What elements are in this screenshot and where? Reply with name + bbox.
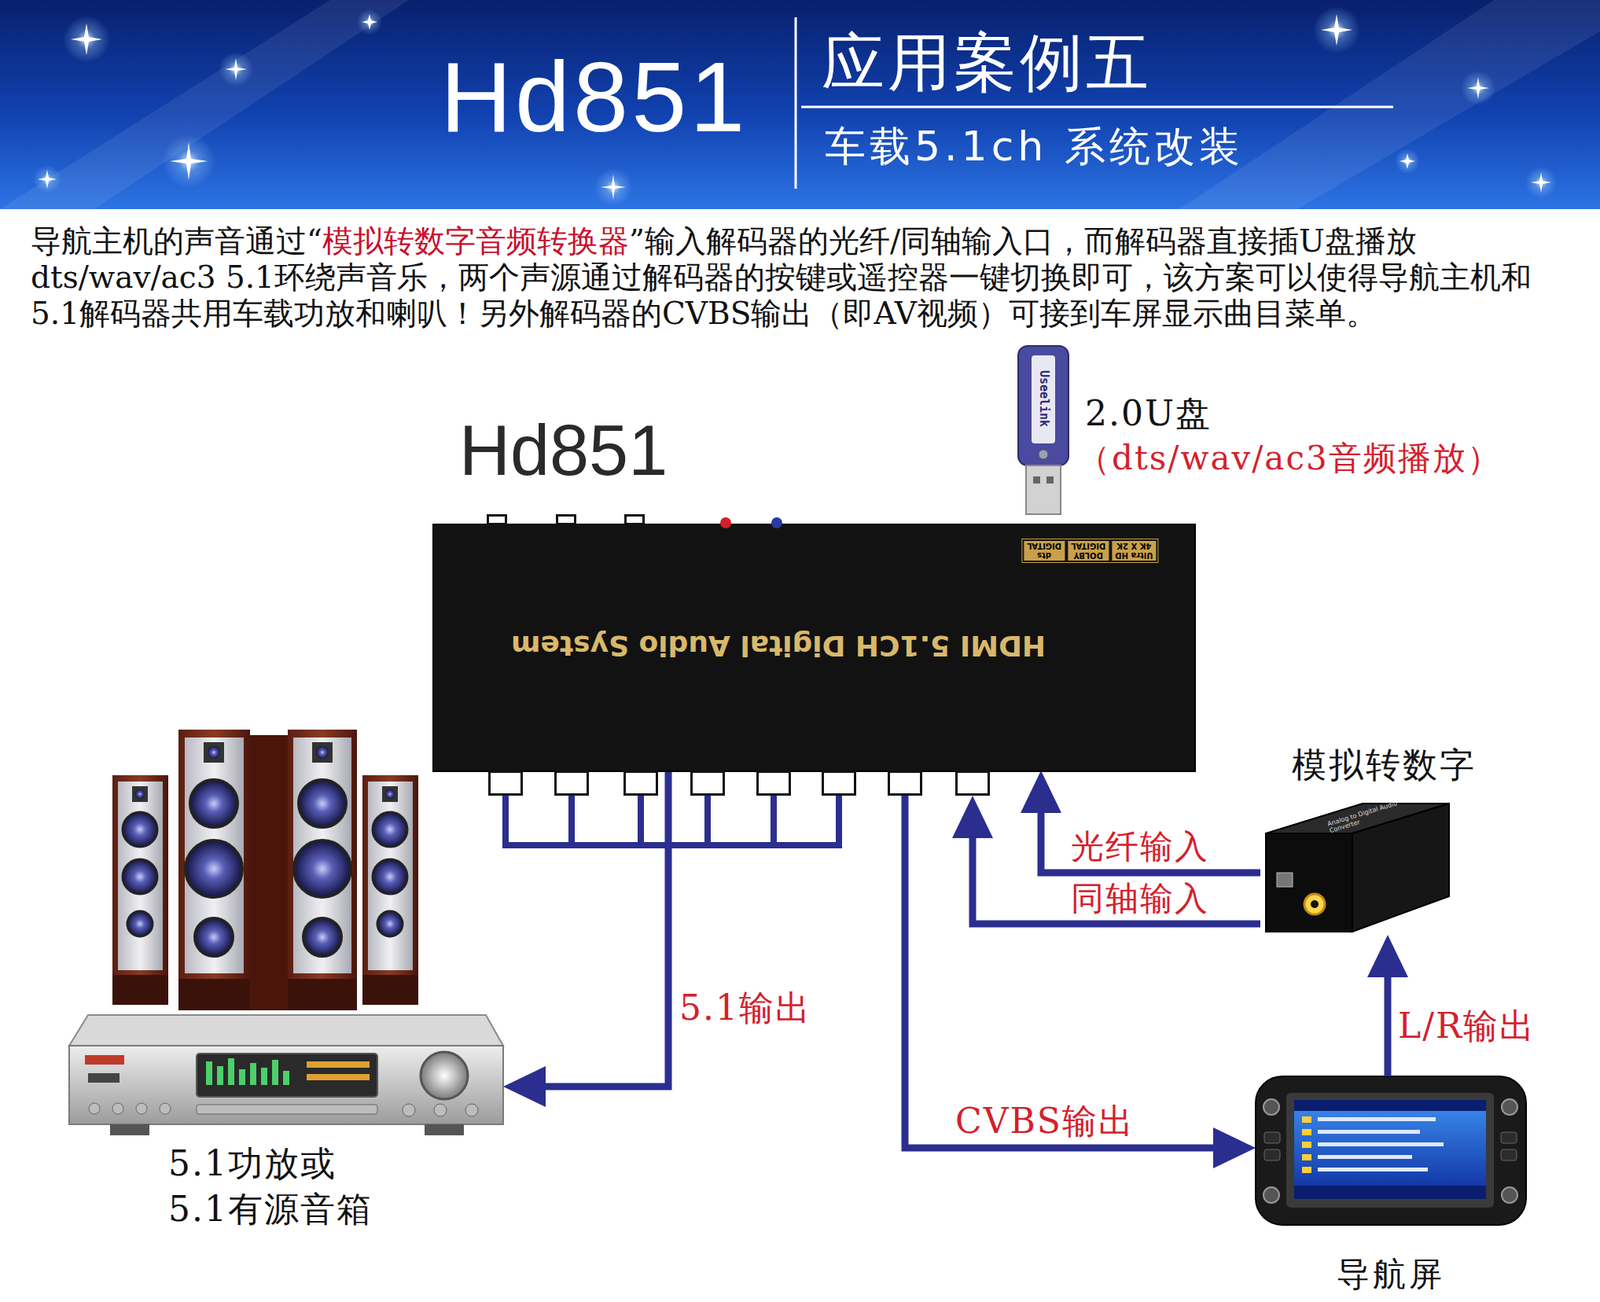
speakers bbox=[112, 729, 419, 1011]
highlight-text: 模拟转数字音频转换器 bbox=[322, 223, 629, 259]
connector bbox=[952, 795, 1261, 924]
arrow-head bbox=[1213, 1127, 1256, 1169]
converter-box: 模拟转数字 bbox=[1260, 801, 1450, 935]
logo-text: DIGITAL bbox=[1026, 541, 1062, 552]
connector bbox=[1020, 770, 1261, 873]
top-jack bbox=[486, 514, 508, 526]
connector-line bbox=[904, 770, 1217, 1148]
header-divider bbox=[794, 17, 798, 189]
audio-port bbox=[488, 770, 523, 796]
drive-note: （dts/wav/ac3音频播放） bbox=[1077, 440, 1502, 477]
connector bbox=[904, 770, 1256, 1169]
stars bbox=[33, 6, 1557, 206]
decoder-device: Hd851HDMI 5.1CH Digital Audio SystemUltr… bbox=[434, 525, 1195, 771]
header-band bbox=[0, 0, 1600, 210]
connector-line bbox=[1384, 974, 1392, 1077]
logo-box: Ultra HD4K X 2K bbox=[1111, 540, 1156, 561]
device-print: HDMI 5.1CH Digital Audio System bbox=[434, 629, 1123, 662]
amplifier-caption: 5.1功放或 5.1有源音箱 bbox=[168, 1140, 387, 1233]
logo-text: DOLBY bbox=[1073, 551, 1104, 561]
audio-port bbox=[955, 770, 990, 796]
usb-stick bbox=[1018, 345, 1069, 515]
top-jack bbox=[624, 514, 645, 526]
arrow-head bbox=[1020, 770, 1062, 813]
edge-label: 同轴输入 bbox=[1069, 880, 1211, 917]
connector-line bbox=[1040, 809, 1261, 873]
page-title: 应用案例五 bbox=[821, 28, 1152, 98]
page-subtitle: 车载5.1ch 系统改装 bbox=[824, 124, 1244, 170]
drive-name: 2.0U盘 bbox=[1085, 394, 1212, 433]
title-rule bbox=[801, 106, 1394, 109]
description-text: 导航主机的声音通过“ bbox=[30, 223, 323, 259]
edge-label: 光纤输入 bbox=[1069, 828, 1211, 865]
converter-heading: 模拟转数字 bbox=[1291, 746, 1477, 784]
logo-strip: Ultra HD4K X 2KDOLBYDIGITALdtsDIGITAL bbox=[1021, 538, 1159, 563]
connector bbox=[503, 770, 669, 1108]
connector-line bbox=[542, 770, 669, 1087]
connector bbox=[1367, 934, 1409, 1077]
light-streaks bbox=[0, 0, 1600, 210]
header-model: Hd851 bbox=[440, 47, 748, 148]
description-paragraph: 导航主机的声音通过“模拟转数字音频转换器”输入解码器的光纤/同轴输入口，而解码器… bbox=[30, 223, 1572, 332]
amplifier-box: 5.1功放或 5.1有源音箱 bbox=[69, 1015, 504, 1138]
navigation-unit bbox=[1255, 1076, 1527, 1225]
logo-text: DIGITAL bbox=[1070, 541, 1106, 552]
edge-label: CVBS输出 bbox=[953, 1102, 1137, 1141]
output-bracket bbox=[502, 795, 843, 846]
navigation-screen: 导航屏 bbox=[1255, 1076, 1527, 1225]
audio-port bbox=[887, 770, 923, 796]
device-heading: Hd851 bbox=[459, 415, 668, 486]
arrow-head bbox=[952, 795, 994, 839]
logo-box: dtsDIGITAL bbox=[1023, 540, 1065, 561]
arrow-head bbox=[1367, 934, 1409, 978]
arrow-head bbox=[503, 1066, 546, 1108]
rca-jack-blue bbox=[771, 517, 783, 529]
audio-port bbox=[623, 770, 659, 796]
logo-text: dts bbox=[1037, 551, 1052, 561]
usb-drive: 2.0U盘 （dts/wav/ac3音频播放） bbox=[1010, 338, 1510, 519]
converter-print: Analog to Digital Audio Converter bbox=[1327, 798, 1407, 835]
top-jack bbox=[555, 514, 577, 526]
usb-brand: Useelink bbox=[1037, 370, 1050, 427]
audio-port bbox=[554, 770, 589, 796]
audio-port bbox=[821, 770, 857, 796]
logo-box: DOLBYDIGITAL bbox=[1067, 540, 1109, 561]
amplifier bbox=[69, 1015, 504, 1136]
audio-port bbox=[756, 770, 791, 796]
edge-label: 5.1输出 bbox=[677, 989, 813, 1027]
screen-caption: 导航屏 bbox=[1255, 1256, 1527, 1293]
logo-text: 4K X 2K bbox=[1116, 541, 1152, 552]
edge-label: L/R输出 bbox=[1396, 1007, 1538, 1045]
logo-text: Ultra HD bbox=[1114, 551, 1153, 561]
audio-port bbox=[690, 770, 725, 796]
rca-jack-red bbox=[720, 517, 732, 529]
